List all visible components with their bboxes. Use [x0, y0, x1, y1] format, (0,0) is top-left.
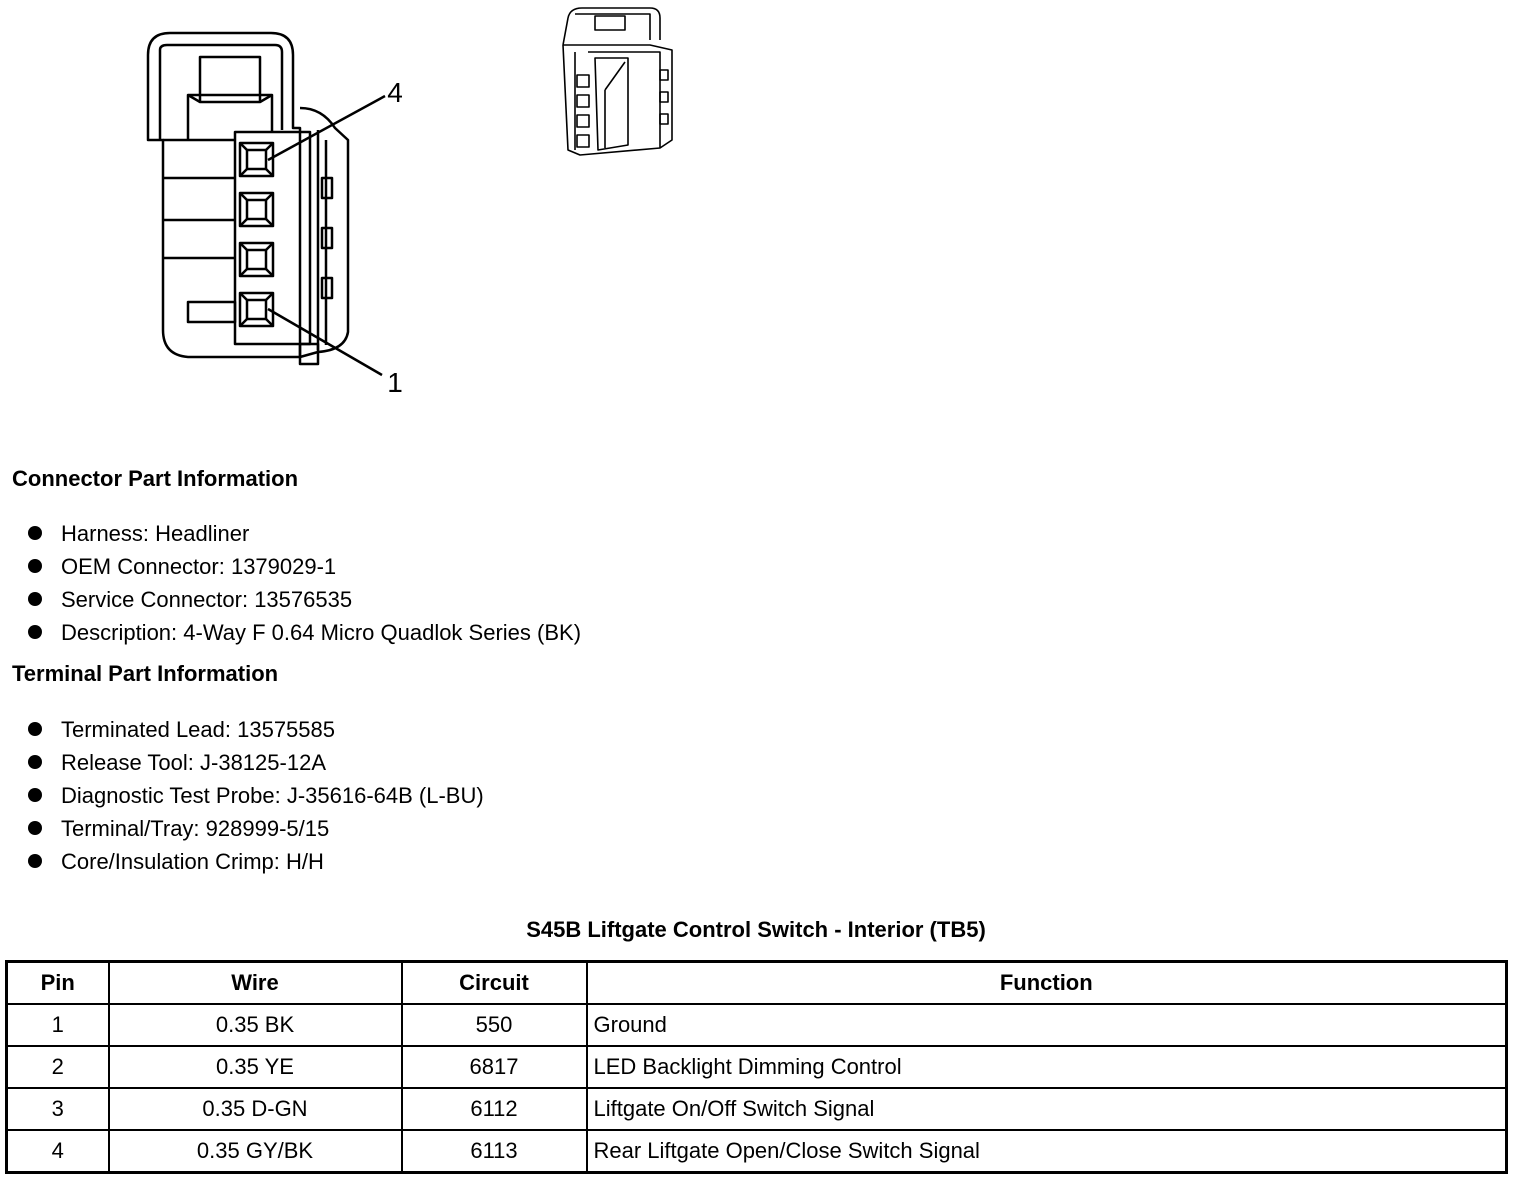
- bullet-icon: [28, 722, 42, 736]
- function-cell: Liftgate On/Off Switch Signal: [585, 1087, 1508, 1131]
- list-item: Service Connector: 13576535: [28, 586, 581, 619]
- bullet-icon: [28, 526, 42, 540]
- leader-line-4: [267, 94, 386, 162]
- bullet-icon: [28, 592, 42, 606]
- pin-cell: 3: [5, 1087, 110, 1131]
- list-item: OEM Connector: 1379029-1: [28, 553, 581, 586]
- bullet-icon: [28, 854, 42, 868]
- list-item: Terminal/Tray: 928999-5/15: [28, 815, 484, 848]
- function-cell: LED Backlight Dimming Control: [585, 1045, 1508, 1089]
- table-row: 3 0.35 D-GN 6112 Liftgate On/Off Switch …: [5, 1087, 1508, 1131]
- wire-cell: 0.35 D-GN: [107, 1087, 403, 1131]
- cavity-2: [238, 241, 275, 278]
- circuit-cell: 6817: [400, 1045, 588, 1089]
- bullet-icon: [28, 788, 42, 802]
- list-item: Core/Insulation Crimp: H/H: [28, 848, 484, 881]
- cavity-4: [238, 141, 275, 178]
- terminal-cavities: [238, 141, 275, 328]
- pin-callout-4: 4: [387, 77, 403, 108]
- function-cell: Ground: [585, 1003, 1508, 1047]
- list-item: Harness: Headliner: [28, 520, 581, 553]
- bullet-icon: [28, 821, 42, 835]
- circuit-cell: 6112: [400, 1087, 588, 1131]
- wire-cell: 0.35 YE: [107, 1045, 403, 1089]
- connector-info-heading: Connector Part Information: [12, 466, 299, 491]
- wire-cell: 0.35 GY/BK: [107, 1129, 403, 1174]
- circuit-cell: 550: [400, 1003, 588, 1047]
- bullet-icon: [28, 625, 42, 639]
- pin-table-title: S45B Liftgate Control Switch - Interior …: [526, 917, 986, 942]
- table-row: 4 0.35 GY/BK 6113 Rear Liftgate Open/Clo…: [5, 1129, 1508, 1174]
- connector-drawing: 4 1: [146, 7, 673, 398]
- terminal-info-list: Terminated Lead: 13575585 Release Tool: …: [28, 716, 484, 881]
- bullet-icon: [28, 559, 42, 573]
- list-item: Description: 4-Way F 0.64 Micro Quadlok …: [28, 619, 581, 652]
- list-item: Terminated Lead: 13575585: [28, 716, 484, 749]
- pin-cell: 1: [5, 1003, 110, 1047]
- wire-cell: 0.35 BK: [107, 1003, 403, 1047]
- column-header-pin: Pin: [5, 960, 110, 1005]
- bullet-icon: [28, 755, 42, 769]
- table-row: 2 0.35 YE 6817 LED Backlight Dimming Con…: [5, 1045, 1508, 1089]
- pin-cell: 4: [5, 1129, 110, 1174]
- function-cell: Rear Liftgate Open/Close Switch Signal: [585, 1129, 1508, 1174]
- connector-body: [146, 31, 350, 366]
- column-header-wire: Wire: [107, 960, 403, 1005]
- cavity-3: [238, 191, 275, 228]
- leader-line-1: [267, 307, 383, 377]
- table-row: 1 0.35 BK 550 Ground: [5, 1003, 1508, 1047]
- circuit-cell: 6113: [400, 1129, 588, 1174]
- list-item: Release Tool: J-38125-12A: [28, 749, 484, 782]
- table-header-row: Pin Wire Circuit Function: [5, 960, 1508, 1005]
- pin-cell: 2: [5, 1045, 110, 1089]
- column-header-function: Function: [585, 960, 1508, 1005]
- connector-thumbnail: [562, 7, 673, 156]
- list-item: Diagnostic Test Probe: J-35616-64B (L-BU…: [28, 782, 484, 815]
- terminal-info-heading: Terminal Part Information: [12, 661, 279, 686]
- pin-callout-1: 1: [387, 367, 403, 398]
- connector-info-list: Harness: Headliner OEM Connector: 137902…: [28, 520, 581, 652]
- pin-table: Pin Wire Circuit Function 1 0.35 BK 550 …: [5, 960, 1508, 1174]
- column-header-circuit: Circuit: [400, 960, 588, 1005]
- cavity-1: [238, 291, 275, 328]
